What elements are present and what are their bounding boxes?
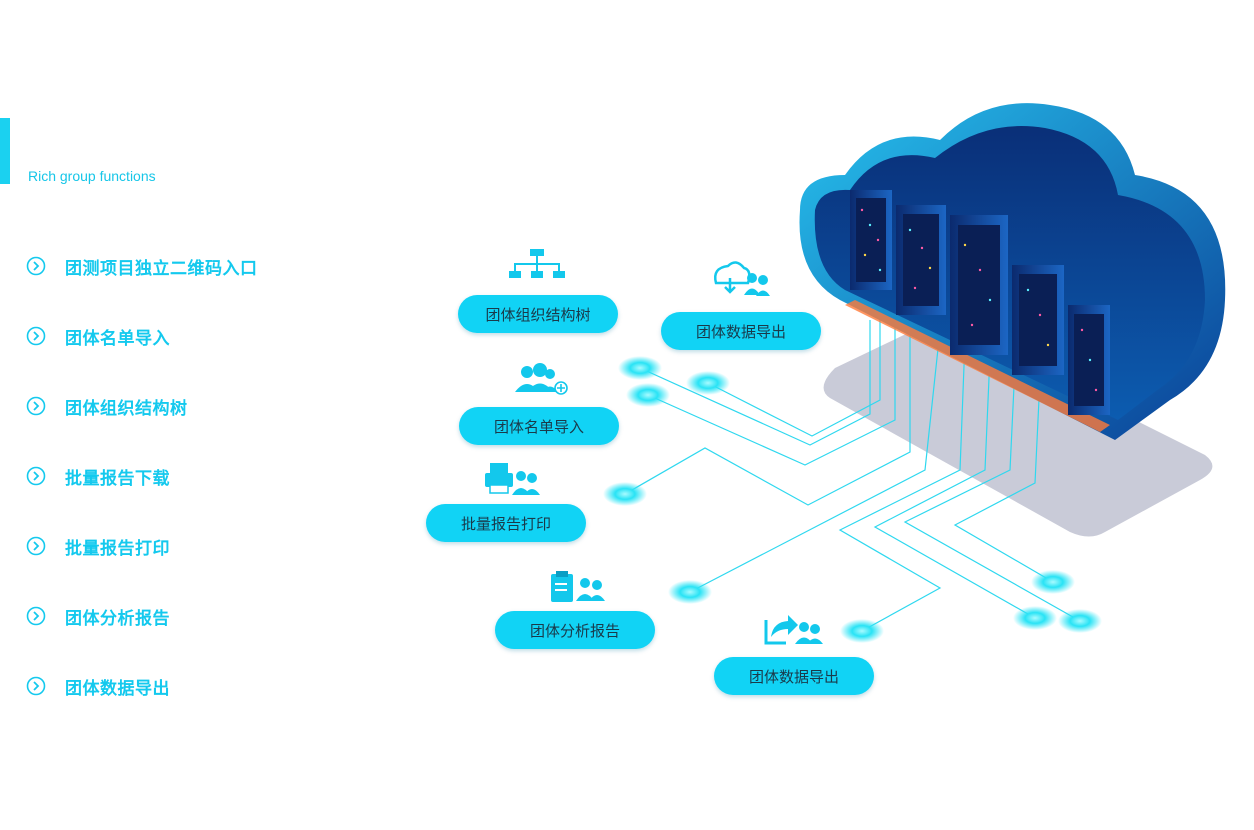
circle-arrow-right-icon [26,606,46,626]
feature-label: 团体组织结构树 [65,399,188,419]
server-rack [1012,265,1064,375]
users-add-icon [515,363,568,395]
feature-label: 团体分析报告 [65,609,170,629]
org-tree-icon [509,249,565,278]
feature-item[interactable]: 批量报告下载 [26,458,258,528]
server-rack [850,190,892,290]
platform-shadow [823,320,1213,537]
share-users-icon [764,615,823,645]
feature-list: 团测项目独立二维码入口 团体名单导入 团体组织结构树 批量报告下载 批量报告打印… [26,248,258,738]
server-racks [850,190,1110,415]
feature-item[interactable]: 批量报告打印 [26,528,258,598]
circle-arrow-right-icon [26,466,46,486]
connection-lines [624,320,1081,632]
server-rack [896,205,946,315]
feature-item[interactable]: 团体分析报告 [26,598,258,668]
server-rack [1068,305,1110,415]
feature-item[interactable]: 团测项目独立二维码入口 [26,248,258,318]
cloud-shape [799,103,1226,440]
clipboard-users-icon [551,571,605,602]
server-leds [860,208,1098,392]
circle-arrow-right-icon [26,396,46,416]
cloud-download-users-icon [714,261,770,296]
printer-users-icon [485,463,540,495]
pill-data-export-top[interactable]: 团体数据导出 [661,312,821,350]
accent-bar [0,118,10,184]
feature-item[interactable]: 团体数据导出 [26,668,258,738]
circle-arrow-right-icon [26,256,46,276]
feature-item[interactable]: 团体名单导入 [26,318,258,388]
glow-nodes [603,356,1102,643]
feature-label: 批量报告下载 [65,469,170,489]
feature-label: 批量报告打印 [65,539,170,559]
pill-data-export-bottom[interactable]: 团体数据导出 [714,657,874,695]
pill-group-analysis[interactable]: 团体分析报告 [495,611,655,649]
feature-item[interactable]: 团体组织结构树 [26,388,258,458]
section-subtitle: Rich group functions [28,168,156,184]
circle-arrow-right-icon [26,536,46,556]
feature-label: 团测项目独立二维码入口 [65,259,258,279]
feature-label: 团体数据导出 [65,679,170,699]
circle-arrow-right-icon [26,326,46,346]
pill-batch-print[interactable]: 批量报告打印 [426,504,586,542]
pill-org-tree[interactable]: 团体组织结构树 [458,295,618,333]
server-rack [950,215,1008,355]
pill-roster-import[interactable]: 团体名单导入 [459,407,619,445]
feature-label: 团体名单导入 [65,329,170,349]
circle-arrow-right-icon [26,676,46,696]
